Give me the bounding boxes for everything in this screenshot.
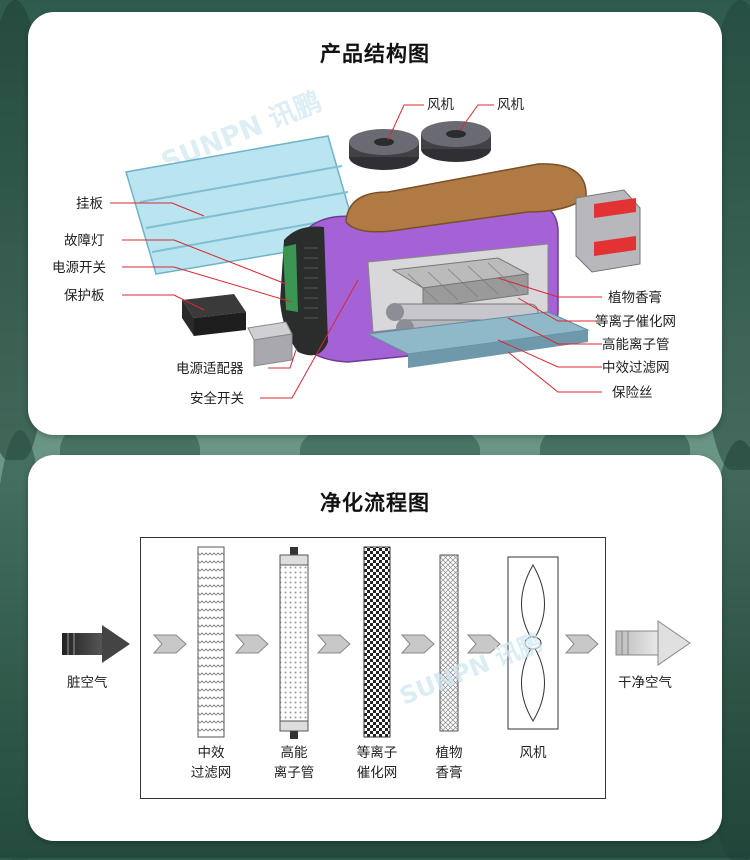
label-plant-aroma: 植物香膏	[608, 289, 662, 306]
label-fan-left: 风机	[427, 97, 454, 113]
dirty-air-arrow	[62, 625, 130, 663]
stage-ion-tube	[280, 547, 308, 739]
stage-label-2b: 离子管	[274, 764, 315, 781]
stage-label-5a: 风机	[520, 745, 548, 761]
output-label: 干净空气	[618, 675, 672, 691]
label-protective-board: 保护板	[64, 288, 105, 304]
label-fault-light: 故障灯	[64, 233, 105, 249]
label-power-switch: 电源开关	[52, 260, 106, 276]
label-safety-switch: 安全开关	[190, 390, 244, 407]
label-plasma-mesh: 等离子催化网	[595, 313, 676, 330]
fan-left	[349, 129, 419, 170]
process-diagram: 脏空气 干净空气	[28, 455, 722, 841]
stage-label-1b: 过滤网	[191, 765, 232, 781]
stage-label-2a: 高能	[281, 744, 308, 761]
label-power-adapter: 电源适配器	[176, 361, 244, 377]
stage-label-4b: 香膏	[436, 764, 463, 781]
label-fuse: 保险丝	[612, 385, 653, 401]
stage-label-1a: 中效	[198, 745, 225, 761]
label-fan-right: 风机	[497, 97, 525, 113]
side-panel	[576, 190, 640, 272]
stage-label-3b: 催化网	[357, 765, 398, 781]
stage-plant-aroma	[440, 555, 458, 731]
fan-right	[421, 121, 491, 162]
stage-plasma-mesh	[364, 547, 390, 737]
process-card: 净化流程图	[28, 455, 722, 841]
protective-board	[182, 294, 246, 336]
power-adapter	[248, 322, 292, 366]
label-hanging-board: 挂板	[76, 196, 103, 212]
label-medium-filter: 中效过滤网	[602, 360, 670, 376]
clean-air-arrow	[616, 621, 690, 665]
stage-label-3a: 等离子	[357, 744, 398, 761]
structure-diagram: SUNPN 讯鹏	[28, 12, 722, 435]
stage-medium-filter	[198, 547, 224, 737]
stage-label-4a: 植物	[436, 745, 463, 761]
structure-card: 产品结构图 SUNPN 讯鹏	[28, 12, 722, 435]
input-label: 脏空气	[67, 675, 108, 691]
label-ion-tube: 高能离子管	[602, 336, 670, 353]
